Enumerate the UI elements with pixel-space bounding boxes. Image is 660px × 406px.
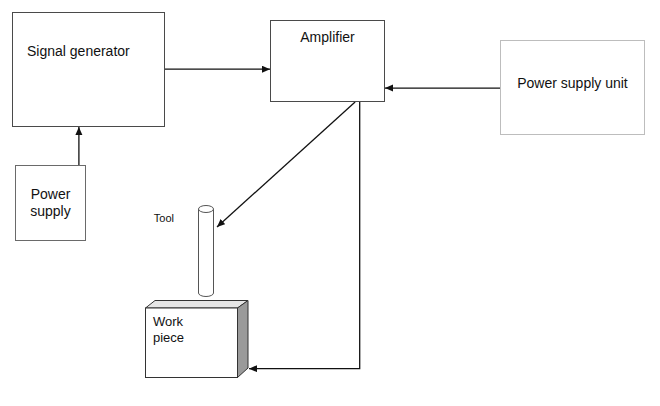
signal-arrow: [78, 127, 79, 165]
signal-arrow: [165, 69, 270, 70]
node-label: Power supply: [19, 186, 82, 221]
signal-arrow: [217, 102, 355, 227]
signal-arrow: [385, 87, 500, 88]
tool-cylinder: Tool: [198, 205, 214, 297]
signal-arrow: [249, 102, 360, 369]
cylinder-outline: [198, 205, 214, 297]
node-label: Amplifier: [300, 29, 354, 47]
power-supply-box: Power supply: [15, 165, 86, 241]
signal-generator-box: Signal generator: [12, 12, 165, 127]
amplifier-box: Amplifier: [270, 20, 385, 102]
power-supply-unit-box: Power supply unit: [500, 40, 645, 135]
node-label: Power supply unit: [517, 75, 628, 93]
node-label: Signal generator: [27, 43, 130, 61]
work-piece-block: Work piece: [145, 300, 249, 378]
node-label: Work piece: [153, 314, 199, 345]
node-label: Tool: [154, 212, 174, 226]
